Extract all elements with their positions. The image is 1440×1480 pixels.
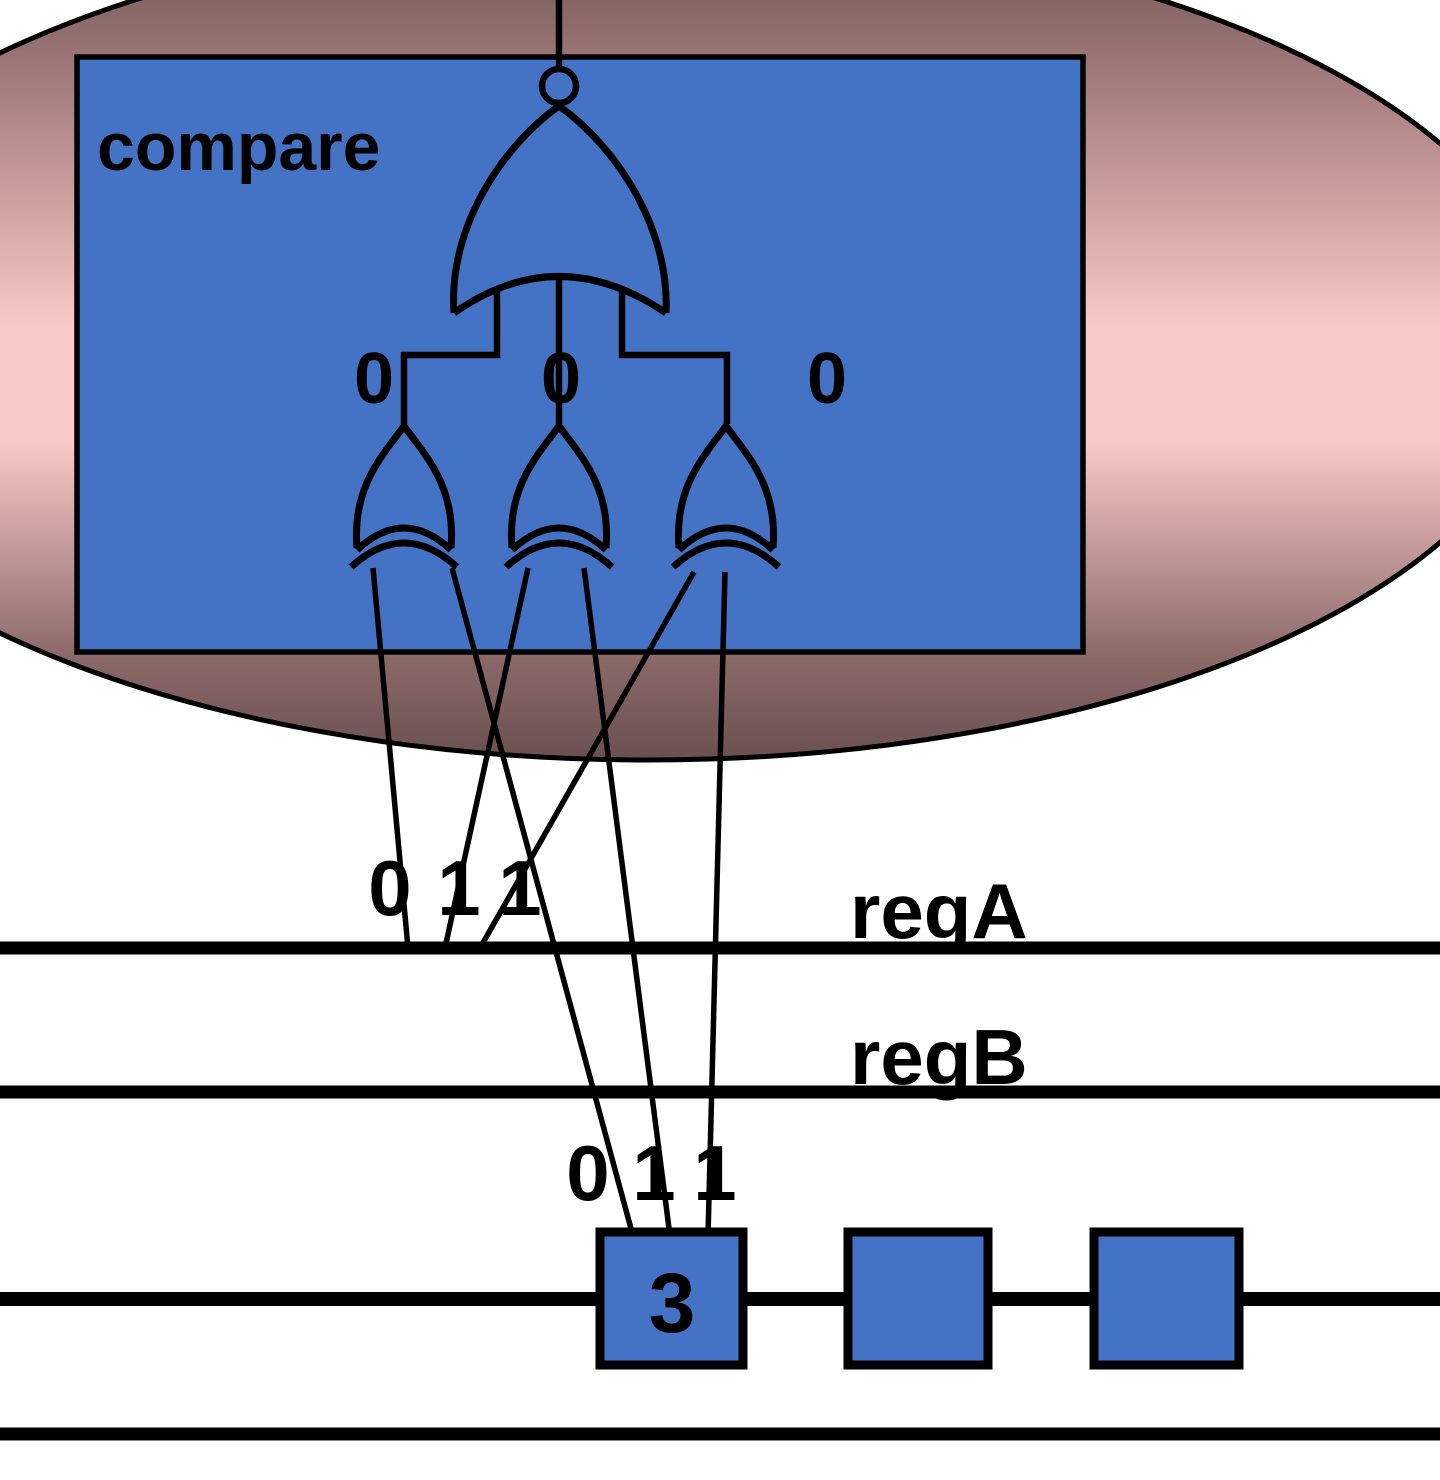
instruction-field-2 [1089,1227,1244,1370]
xor-gate-0-input-arc [354,524,454,553]
xor-gate-0-xor-arc [348,539,460,570]
nor-gate-input-arc [451,273,668,316]
imm-bit-0: 0 [566,1129,609,1217]
wire-xor2-imm [705,571,728,1237]
imm-bit-1: 1 [632,1129,675,1217]
xor-gate-2 [670,420,782,570]
imm-bit-2: 1 [693,1129,736,1217]
instruction-field-value: 3 [649,1256,696,1350]
xor-gate-2-input-arc [676,524,776,553]
xor-gate-1-xor-arc [503,539,615,570]
xor-gate-2-xor-arc [670,539,782,570]
xor-gate-1-input-arc [509,524,609,553]
xor-gate-1 [503,420,615,570]
xor-output-value-2: 0 [807,339,847,419]
regA-label: regA [850,867,1028,955]
wire-xor2-regA [477,570,697,950]
wire-xor0-imm [449,567,636,1237]
regB-label: regB [850,1013,1028,1101]
nor-input-wire-left [400,290,501,424]
wire-xor1-imm [581,567,673,1237]
operand-wires [370,567,728,1237]
xor-gate-0-body [352,420,456,549]
xor-output-value-1: 0 [541,339,581,419]
nor-gate [400,0,731,424]
nor-input-wire-right [618,290,731,424]
compare-box [74,54,1086,655]
instruction-field-0 [595,1227,748,1370]
xor-gate-1-body [507,420,611,549]
nor-gate-body [450,101,670,314]
xor-gate-0 [348,420,460,570]
xor-gate-2-body [674,420,778,549]
wire-xor0-regA [370,567,411,949]
xor-output-value-0: 0 [354,339,394,419]
regA-bit-2: 1 [498,844,541,932]
wire-xor1-regA [442,567,531,949]
instruction-field-1 [843,1227,993,1370]
compare-label: compare [97,109,380,185]
